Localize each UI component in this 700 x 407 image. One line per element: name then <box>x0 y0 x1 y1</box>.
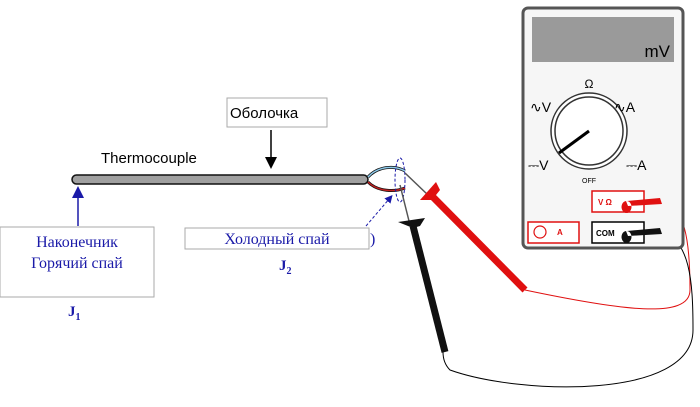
red-probe[interactable] <box>404 172 528 293</box>
dial-ac-v: ∿V <box>530 99 552 115</box>
black-probe[interactable] <box>398 184 449 353</box>
multimeter: mV Ω ∿V ∿A ⎓V ⎓A OFF V Ω COM A <box>521 6 685 250</box>
thermocouple-rod <box>71 174 369 185</box>
svg-text:COM: COM <box>596 229 615 238</box>
dial-ac-a: ∿A <box>614 99 636 115</box>
black-lead-wire <box>442 229 694 388</box>
rotary-selector[interactable] <box>550 92 628 170</box>
cold-junction-arrow <box>365 194 393 227</box>
dial-dc-v: ⎓V <box>528 157 549 173</box>
svg-text:V Ω: V Ω <box>598 198 613 207</box>
cold-junction-marker <box>394 157 406 203</box>
j2-label: J2 <box>279 258 292 277</box>
svg-text:A: A <box>557 228 563 237</box>
tip-text: Наконечник <box>36 234 118 251</box>
j1-label: J1 <box>68 304 81 323</box>
dial-dc-a: ⎓A <box>626 157 647 173</box>
selector-pointer <box>558 129 590 155</box>
thermocouple-title: Thermocouple <box>101 150 197 167</box>
multimeter-display <box>532 17 674 62</box>
hot-junction-text: Горячий спай <box>31 255 123 272</box>
cold-junction-text: Холодный спай <box>224 231 330 248</box>
jack-amp[interactable]: A <box>527 221 580 244</box>
display-unit: mV <box>645 42 671 61</box>
cold-junction-label: Холодный спай ) <box>184 227 375 250</box>
dial-ohm: Ω <box>585 77 594 91</box>
jack-v-ohm[interactable]: V Ω <box>591 190 662 213</box>
svg-text:): ) <box>370 231 375 248</box>
jack-com[interactable]: COM <box>591 221 662 244</box>
sheath-text: Оболочка <box>230 105 299 122</box>
dial-off: OFF <box>582 178 596 185</box>
sheath-label: Оболочка <box>226 97 328 128</box>
hot-junction-label: Наконечник Горячий спай <box>0 226 155 298</box>
